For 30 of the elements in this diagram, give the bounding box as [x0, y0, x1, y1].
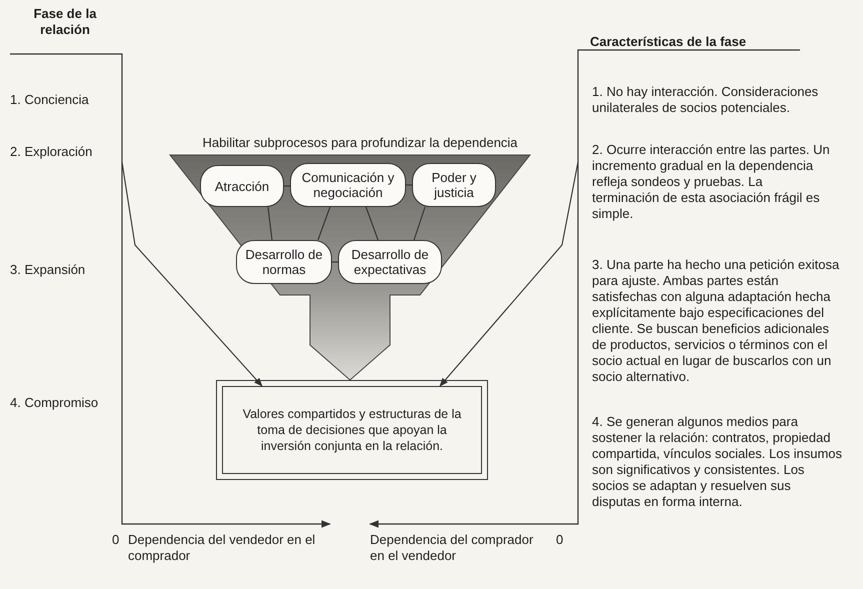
connector-line — [413, 206, 426, 240]
subprocess-bubble: Desarrollo de expectativas — [338, 240, 442, 284]
connector-line — [332, 261, 338, 263]
connector-line — [284, 185, 290, 187]
subprocess-bubble: Poder y justicia — [412, 163, 496, 207]
phase-description: 1. No hay interacción. Consideraciones unilaterales de socios potenciales. — [592, 84, 820, 116]
arrow — [121, 162, 263, 387]
phase-label: 3. Expansión — [10, 262, 86, 278]
phase-description: 4. Se generan algunos medios para sostener la relación: contratos, propiedad compartida, vínculos sociales. Los insumos son significativos y consistentes. Los socios se adaptan y resuelven sus disputas en forma interna. — [592, 414, 842, 510]
arrow — [439, 162, 579, 387]
phase-label: 2. Exploración — [10, 144, 92, 160]
phase-description: 3. Una parte ha hecho una petición exitosa para ajuste. Ambas partes están satisfechas con alguna adaptación hecha explícitamente bajo especificaciones del cliente. Se buscan beneficios adicionales de productos, servicios o términos con el socio actual en lugar de buscarlos con un socio alternativo. — [592, 257, 840, 385]
column-heading: Fase de la relación — [32, 6, 98, 38]
connector-line — [365, 206, 379, 240]
subprocess-bubble: Atracción — [200, 165, 284, 207]
connector-line — [317, 206, 331, 240]
connector-line — [406, 184, 412, 186]
connector-line — [267, 206, 273, 240]
axis-label: Dependencia del vendedor en el comprador — [128, 532, 316, 564]
subprocess-bubble: Desarrollo de normas — [236, 240, 332, 284]
funnel-heading: Habilitar subprocesos para profundizar la dependencia — [201, 135, 519, 151]
column-heading: Características de la fase — [590, 34, 748, 50]
axis-label: Dependencia del comprador en el vendedor — [370, 532, 534, 564]
double-border-box: Valores compartidos y estructuras de la toma de decisiones que apoyan la inversión conjunta en la relación. — [216, 380, 488, 480]
subprocess-bubble: Comunicación y negociación — [290, 163, 406, 207]
axis-zero-label: 0 — [556, 532, 564, 548]
phase-label: 4. Compromiso — [10, 395, 98, 411]
phase-label: 1. Conciencia — [10, 92, 89, 108]
axis-zero-label: 0 — [112, 532, 120, 548]
phase-description: 2. Ocurre interacción entre las partes. Un incremento gradual en la dependencia refleja sondeos y pruebas. La terminación de esta asociación frágil es simple. — [592, 142, 831, 222]
